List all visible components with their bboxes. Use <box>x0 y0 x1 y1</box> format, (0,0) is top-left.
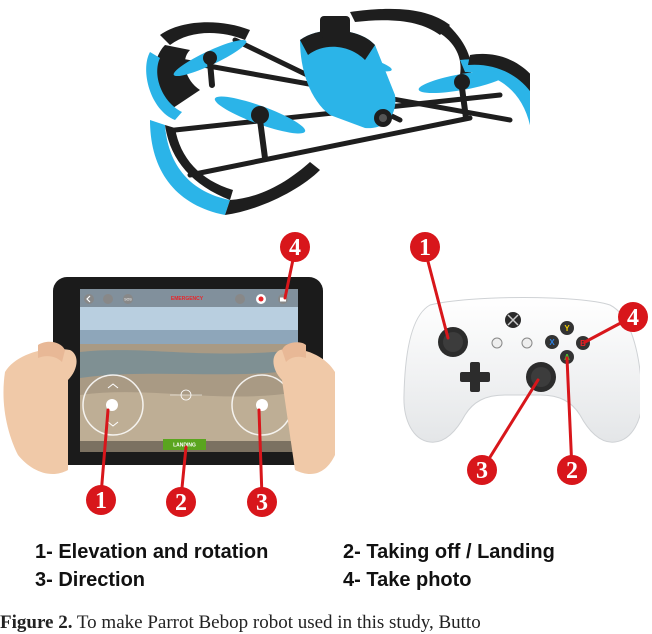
right-hand <box>273 348 335 475</box>
menu-button[interactable] <box>521 337 533 349</box>
view-button[interactable] <box>491 337 503 349</box>
marker-4-controller-label: 4 <box>627 305 639 331</box>
b-button[interactable]: B <box>576 336 590 350</box>
figure-caption: Figure 2. To make Parrot Bebop robot use… <box>0 612 481 634</box>
marker-1-tablet-label: 1 <box>95 488 107 514</box>
legend-item-3: 3- Direction <box>35 569 146 591</box>
caption-label: Figure 2. <box>0 612 73 633</box>
svg-text:B: B <box>580 339 586 348</box>
svg-text:Y: Y <box>564 324 570 333</box>
marker-3-tablet-label: 3 <box>256 490 268 516</box>
marker-2-tablet-label: 2 <box>175 490 187 516</box>
legend-item-1: 1- Elevation and rotation <box>35 541 269 563</box>
landing-button[interactable] <box>163 439 206 450</box>
caption-text: To make Parrot Bebop robot used in this … <box>76 612 481 633</box>
sos-icon[interactable] <box>123 294 133 304</box>
tablet-diagram: SOS EMERGENCY LANDING <box>3 277 335 475</box>
settings-icon[interactable] <box>103 294 113 304</box>
marker-2-controller-label: 2 <box>566 458 578 484</box>
marker-3-tablet <box>247 487 277 517</box>
marker-4-tablet-label: 4 <box>289 235 301 261</box>
sos-label: SOS <box>124 298 132 302</box>
marker-1-tablet <box>86 485 116 515</box>
marker-4-controller <box>618 302 648 332</box>
marker-3-controller <box>467 455 497 485</box>
marker-3-controller-label: 3 <box>476 458 488 484</box>
marker-2-tablet <box>166 487 196 517</box>
left-hand <box>3 348 77 475</box>
svg-text:X: X <box>549 338 555 347</box>
left-joystick[interactable] <box>82 374 144 436</box>
d-pad[interactable] <box>460 362 490 392</box>
marker-2-controller <box>557 455 587 485</box>
view-icon[interactable] <box>235 294 245 304</box>
marker-4-tablet <box>280 232 310 262</box>
emergency-label[interactable]: EMERGENCY <box>171 296 204 302</box>
marker-1-controller-label: 1 <box>419 235 431 261</box>
legend-item-2: 2- Taking off / Landing <box>343 541 555 563</box>
marker-1-controller <box>410 232 440 262</box>
landing-label: LANDING <box>173 443 196 449</box>
legend-item-4: 4- Take photo <box>343 569 472 591</box>
x-button[interactable]: X <box>545 335 559 349</box>
y-button[interactable]: Y <box>560 321 574 335</box>
parrot-bebop-drone <box>146 8 530 215</box>
back-icon[interactable] <box>84 294 94 304</box>
